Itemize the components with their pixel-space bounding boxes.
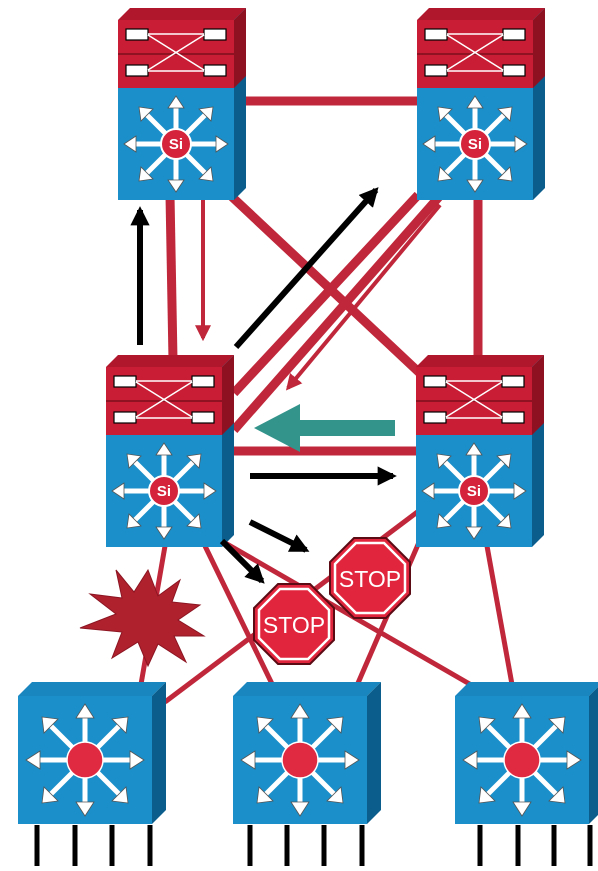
si-label-dist-left: Si xyxy=(157,483,171,500)
stop-sign-lower-label: STOP xyxy=(263,612,325,638)
host-ports xyxy=(34,825,593,866)
traffic-arrows xyxy=(130,187,442,584)
si-label-dist-right: Si xyxy=(467,483,481,500)
core-switch-right xyxy=(417,8,545,200)
arrow-diagonal-up xyxy=(233,187,379,349)
links xyxy=(165,96,483,456)
arrow-to-stop-upper xyxy=(248,519,310,553)
access-switch-middle xyxy=(233,682,381,824)
stop-sign-lower: STOP xyxy=(252,582,336,666)
si-badges: Si Si Si Si xyxy=(157,136,482,500)
access-switch-right xyxy=(455,682,598,824)
stop-sign-upper-label: STOP xyxy=(339,566,401,592)
link-left-core-dist-a xyxy=(165,194,178,361)
arrow-to-stop-lower xyxy=(219,538,265,584)
si-label-core-right: Si xyxy=(468,136,482,153)
link-cross-right-left-b xyxy=(230,187,449,433)
arrow-teal-left xyxy=(254,404,395,452)
access-switch-left xyxy=(18,682,166,824)
arrow-diagonal-red-down xyxy=(285,203,442,391)
core-switch-left xyxy=(118,8,246,200)
link-failure-burst-icon xyxy=(79,568,206,668)
stop-sign-upper: STOP xyxy=(328,536,412,620)
distribution-switch-right xyxy=(416,355,544,547)
link-cross-right-left-a xyxy=(230,191,422,397)
si-label-core-left: Si xyxy=(169,136,183,153)
distribution-switch-left xyxy=(106,355,234,547)
